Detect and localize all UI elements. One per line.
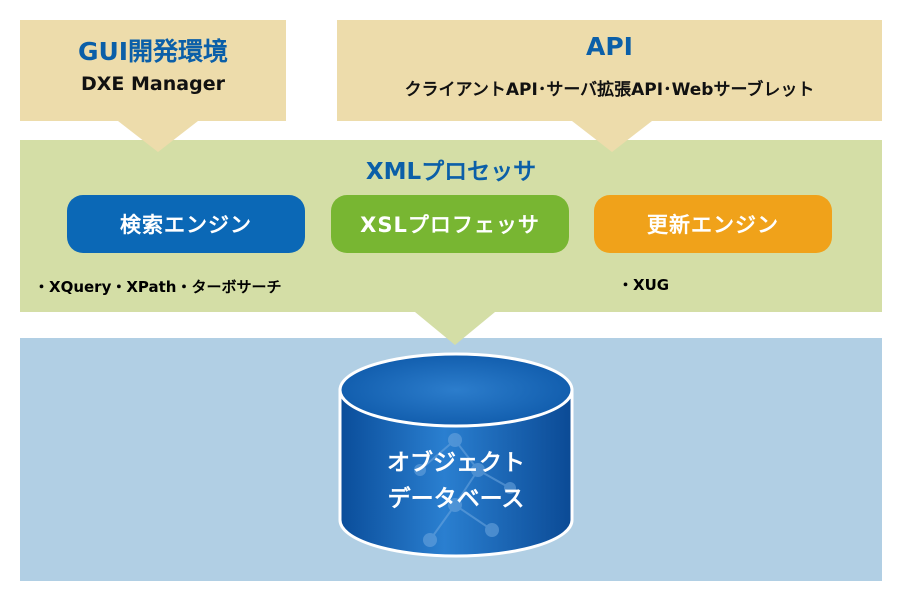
api-box-subtitle: クライアントAPI･サーバ拡張API･Webサーブレット [404, 80, 815, 100]
cylinder-body [338, 388, 574, 558]
database-label-line1: オブジェクト [387, 449, 525, 476]
search-engine-pill: 検索エンジン [67, 195, 305, 253]
gui-box-subtitle: DXE Manager [81, 73, 225, 95]
api-box: API クライアントAPI･サーバ拡張API･Webサーブレット [337, 20, 882, 121]
arrow-gui-to-processor [118, 121, 198, 152]
update-engine-notes: ・XUG [618, 276, 670, 294]
gui-box-title: GUI開発環境 [77, 37, 229, 66]
update-engine-pill: 更新エンジン [594, 195, 832, 253]
arrow-processor-to-database [415, 312, 495, 345]
gui-dev-env-box: GUI開発環境 DXE Manager [20, 20, 286, 121]
network-motif-icon [414, 433, 516, 547]
database-label-line2: データベース [388, 485, 525, 512]
cylinder-top [338, 352, 574, 428]
processor-title: XMLプロセッサ [365, 159, 537, 185]
search-engine-notes: ・XQuery・XPath・ターボサーチ [34, 278, 282, 296]
xsl-processor-pill: XSLプロフェッサ [331, 195, 569, 253]
arrow-api-to-processor [572, 121, 652, 152]
api-box-title: API [586, 32, 633, 61]
